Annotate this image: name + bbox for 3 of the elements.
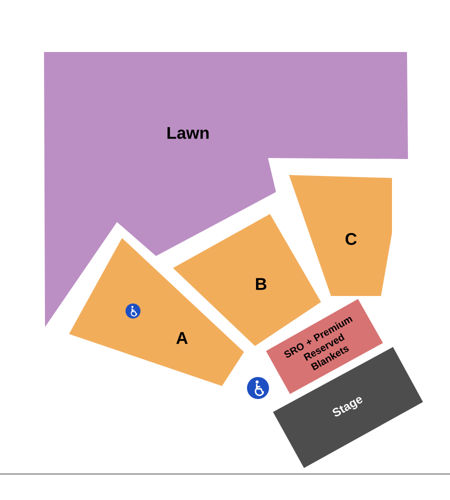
node-label: A bbox=[176, 332, 188, 344]
seating-section: C bbox=[289, 175, 392, 296]
seating-section: A bbox=[69, 238, 244, 386]
